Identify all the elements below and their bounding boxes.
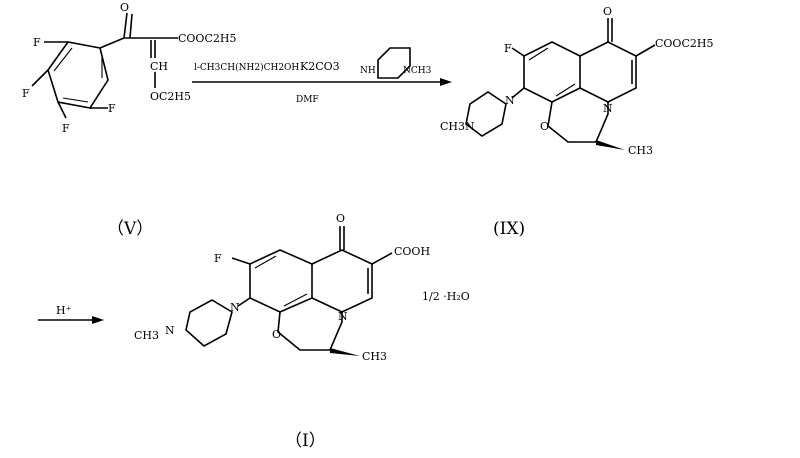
step1-solvent: DMF: [296, 95, 319, 105]
ix-piperazine-n: N: [505, 94, 515, 107]
i-hydrate: 1/2 ·H₂O: [422, 290, 470, 303]
step2-arrowhead: [92, 316, 104, 324]
i-piperazine-n2: N: [165, 324, 175, 337]
v-ethoxy-label: OC2H5: [150, 90, 191, 103]
label-compound-ix: (IX): [493, 219, 525, 239]
i-fluorine: F: [214, 252, 222, 265]
ix-ester-label: COOC2H5: [655, 37, 713, 50]
ix-ch3n-label: CH3N: [440, 120, 475, 133]
v-fluorine-2: F: [22, 87, 30, 100]
compound-i-structure: [185, 226, 393, 356]
ix-methyl: CH3: [628, 144, 653, 157]
i-acid-label: COOH: [394, 245, 430, 258]
methylpiperazine-reagent: [377, 47, 411, 79]
ix-ring-o: O: [540, 120, 549, 133]
step1-reagent-k2co3: K2CO3: [300, 60, 340, 73]
label-compound-i: （Ⅰ）: [285, 431, 326, 451]
step1-reagent-nh: NH: [360, 66, 376, 76]
i-methyl: CH3: [362, 350, 387, 363]
i-ketone-o: O: [336, 212, 345, 225]
compound-v-structure: [31, 12, 178, 119]
ix-fluorine: F: [504, 42, 512, 55]
v-fluorine-4: F: [108, 102, 116, 115]
step1-reagent-aminopropanol: l-CH3CH(NH2)CH2OH: [194, 62, 299, 73]
step1-arrowhead: [440, 78, 452, 86]
v-ketone-o: O: [120, 1, 129, 14]
label-compound-v: （V）: [107, 219, 153, 239]
i-ch3-label: CH3: [134, 329, 159, 342]
i-ring-n: N: [338, 310, 348, 323]
i-ring-o: O: [272, 328, 281, 341]
ix-ring-n: N: [603, 102, 613, 115]
step2-reagent: H⁺: [56, 304, 72, 317]
v-fluorine-3: F: [62, 122, 70, 135]
v-fluorine-1: F: [33, 36, 41, 49]
v-ch-label: CH: [150, 60, 168, 73]
ix-ketone-o: O: [603, 5, 612, 18]
compound-ix-structure: [465, 18, 656, 150]
step1-reagent-nch3: NCH3: [403, 66, 432, 76]
v-ester-label: COOC2H5: [178, 32, 236, 45]
i-piperazine-n: N: [230, 301, 240, 314]
